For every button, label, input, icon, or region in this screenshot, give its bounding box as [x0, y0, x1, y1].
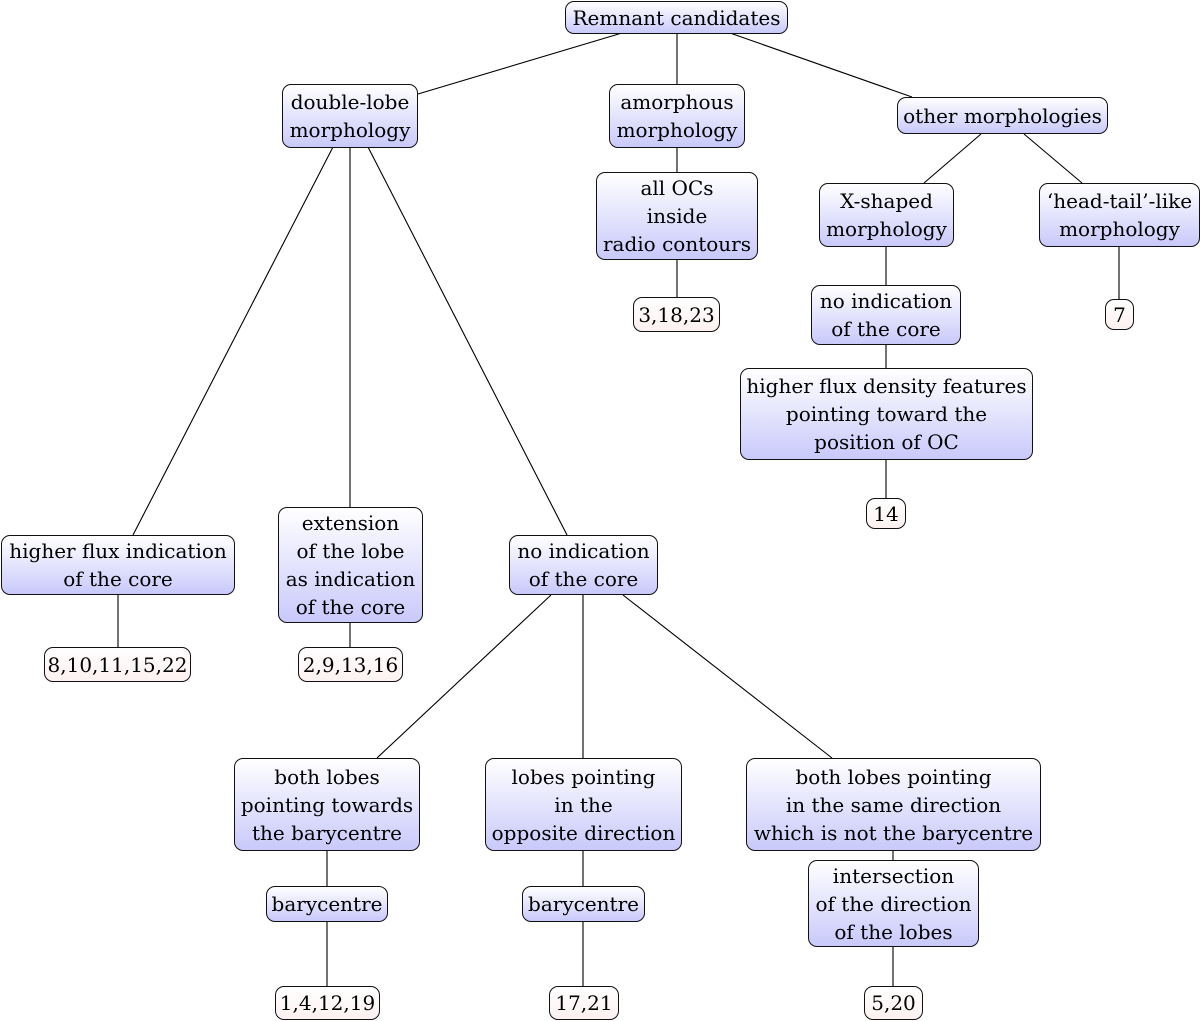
node-all-ocs-inside: all OCs inside radio contours [596, 172, 758, 260]
node-x-no-indication-core: no indication of the core [811, 285, 961, 345]
node-same-ids: 5,20 [864, 986, 923, 1020]
edge-double-lobe-higher-flux [132, 146, 334, 536]
node-no-indication-core: no indication of the core [509, 535, 658, 595]
node-x-ids: 14 [866, 498, 906, 529]
node-higher-flux-features: higher flux density features pointing to… [740, 368, 1033, 460]
node-both-lobes-same-direction: both lobes pointing in the same directio… [746, 758, 1041, 851]
node-both-lobes-towards: both lobes pointing towards the barycent… [234, 758, 420, 851]
edge-other-head-tail [1023, 133, 1083, 184]
edge-other-x-shaped [923, 133, 982, 184]
node-barycentre-middle: barycentre [522, 886, 645, 922]
node-opposite-ids: 17,21 [549, 986, 619, 1020]
node-head-tail-morphology: ‘head-tail’-like morphology [1039, 183, 1200, 247]
node-towards-ids: 1,4,12,19 [275, 986, 380, 1020]
node-amorphous-morphology: amorphous morphology [609, 84, 745, 148]
edge-double-lobe-no-core [367, 146, 568, 536]
edge-no-core-towards [376, 594, 552, 759]
node-extension-of-lobe: extension of the lobe as indication of t… [278, 507, 423, 623]
edge-root-double-lobe [417, 32, 623, 95]
node-head-tail-ids: 7 [1105, 299, 1134, 330]
node-barycentre-left: barycentre [266, 886, 388, 922]
node-other-morphologies: other morphologies [897, 97, 1108, 134]
edge-root-other [729, 32, 913, 98]
node-lobes-opposite: lobes pointing in the opposite direction [485, 758, 682, 851]
node-amorphous-ids: 3,18,23 [633, 297, 720, 332]
node-intersection-direction: intersection of the direction of the lob… [808, 860, 979, 947]
node-higher-flux-indication: higher flux indication of the core [1, 535, 235, 595]
edge-no-core-same [622, 594, 833, 759]
node-remnant-candidates: Remnant candidates [565, 1, 788, 34]
node-extension-ids: 2,9,13,16 [298, 647, 403, 682]
node-higher-flux-ids: 8,10,11,15,22 [44, 647, 191, 682]
node-x-shaped-morphology: X-shaped morphology [819, 183, 954, 247]
node-double-lobe-morphology: double-lobe morphology [282, 84, 418, 148]
